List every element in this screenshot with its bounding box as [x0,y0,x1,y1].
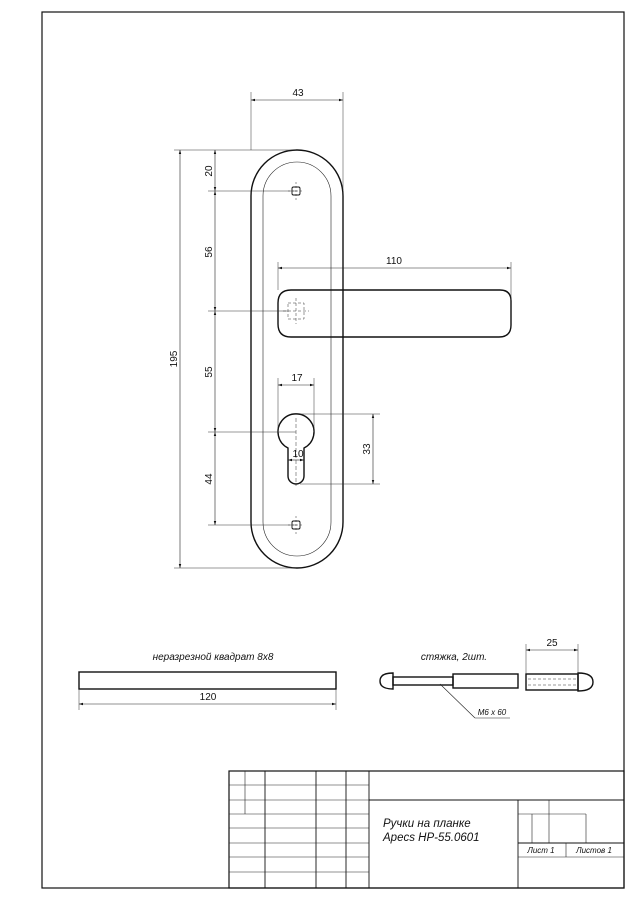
dim-plate-width [250,92,344,190]
dim-hole-to-square-label: 56 [204,246,215,258]
dim-cylinder-height-label: 33 [362,443,373,455]
dim-square-rod-length-label: 120 [200,692,217,703]
title-block [228,770,625,889]
dim-total-height-label: 195 [169,350,180,367]
thread-label: М6 х 60 [478,708,507,717]
dim-square-rod-length [78,689,337,710]
sheet-frame [41,11,625,889]
dim-top-to-hole-label: 20 [204,165,215,177]
square-rod [78,671,337,690]
square-rod-caption: неразрезной квадрат 8х8 [153,652,274,663]
dim-total-height [174,149,296,569]
screw-nut [525,672,594,692]
dim-cylinder-to-hole-label: 44 [204,473,215,485]
dim-handle-length-label: 110 [386,256,402,267]
dim-handle-length [277,262,512,300]
screws-caption: стяжка, 2шт. [421,652,487,663]
dim-cylinder-width [277,378,315,432]
title-sheets: Листов 1 [575,846,612,855]
title-name-line1: Ручки на планке [383,818,471,830]
dim-chain [208,150,296,526]
backplate [250,149,344,569]
lever-handle [277,289,512,338]
dim-cylinder-height [300,413,380,485]
title-name-line2: Apecs HP-55.0601 [382,832,480,844]
dim-cylinder-width-label: 17 [291,373,303,384]
dim-square-to-cylinder-label: 55 [204,366,215,378]
dim-screw-length [525,644,579,674]
dim-screw-length-label: 25 [546,638,558,649]
screw-bolt [379,672,519,690]
dim-plate-width-label: 43 [292,88,304,99]
thread-leader [439,683,510,719]
dim-slot-width-label: 10 [292,449,304,460]
title-sheet: Лист 1 [526,846,554,855]
